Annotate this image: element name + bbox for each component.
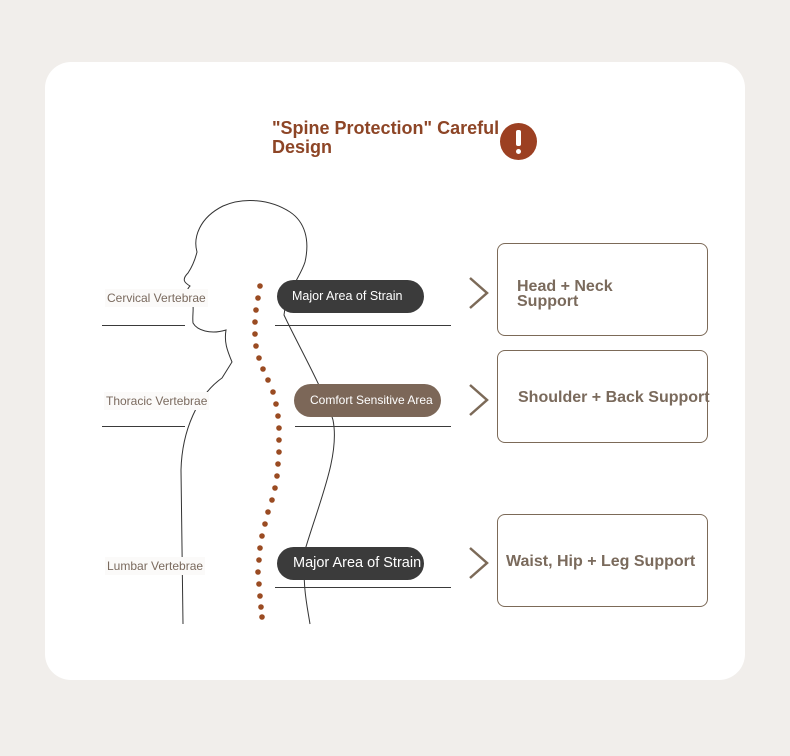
- diagram-title: "Spine Protection" Careful Design: [272, 118, 500, 157]
- support-box: Head + Neck Support: [497, 243, 708, 336]
- chevron-right-icon: [469, 547, 489, 579]
- body-outline: [180, 200, 335, 625]
- divider: [102, 426, 185, 427]
- chevron-right-icon: [469, 277, 489, 309]
- exclamation-circle-icon: [500, 123, 537, 160]
- strain-pill: Major Area of Strain: [277, 280, 424, 313]
- support-text: Waist, Hip + Leg Support: [506, 553, 696, 570]
- divider: [275, 325, 451, 326]
- chevron-right-icon: [469, 384, 489, 416]
- divider: [102, 325, 185, 326]
- strain-pill: Major Area of Strain: [277, 547, 424, 580]
- support-text: Head + Neck Support: [517, 278, 613, 310]
- divider: [275, 587, 451, 588]
- support-text: Shoulder + Back Support: [518, 389, 710, 406]
- thoracic-label: Thoracic Vertebrae: [104, 392, 210, 410]
- spine-dots: [252, 283, 282, 620]
- support-box: Shoulder + Back Support: [497, 350, 710, 443]
- support-box: Waist, Hip + Leg Support: [497, 514, 708, 607]
- cervical-label: Cervical Vertebrae: [105, 289, 208, 307]
- lumbar-label: Lumbar Vertebrae: [105, 557, 206, 575]
- comfort-pill: Comfort Sensitive Area: [294, 384, 441, 417]
- divider: [295, 426, 451, 427]
